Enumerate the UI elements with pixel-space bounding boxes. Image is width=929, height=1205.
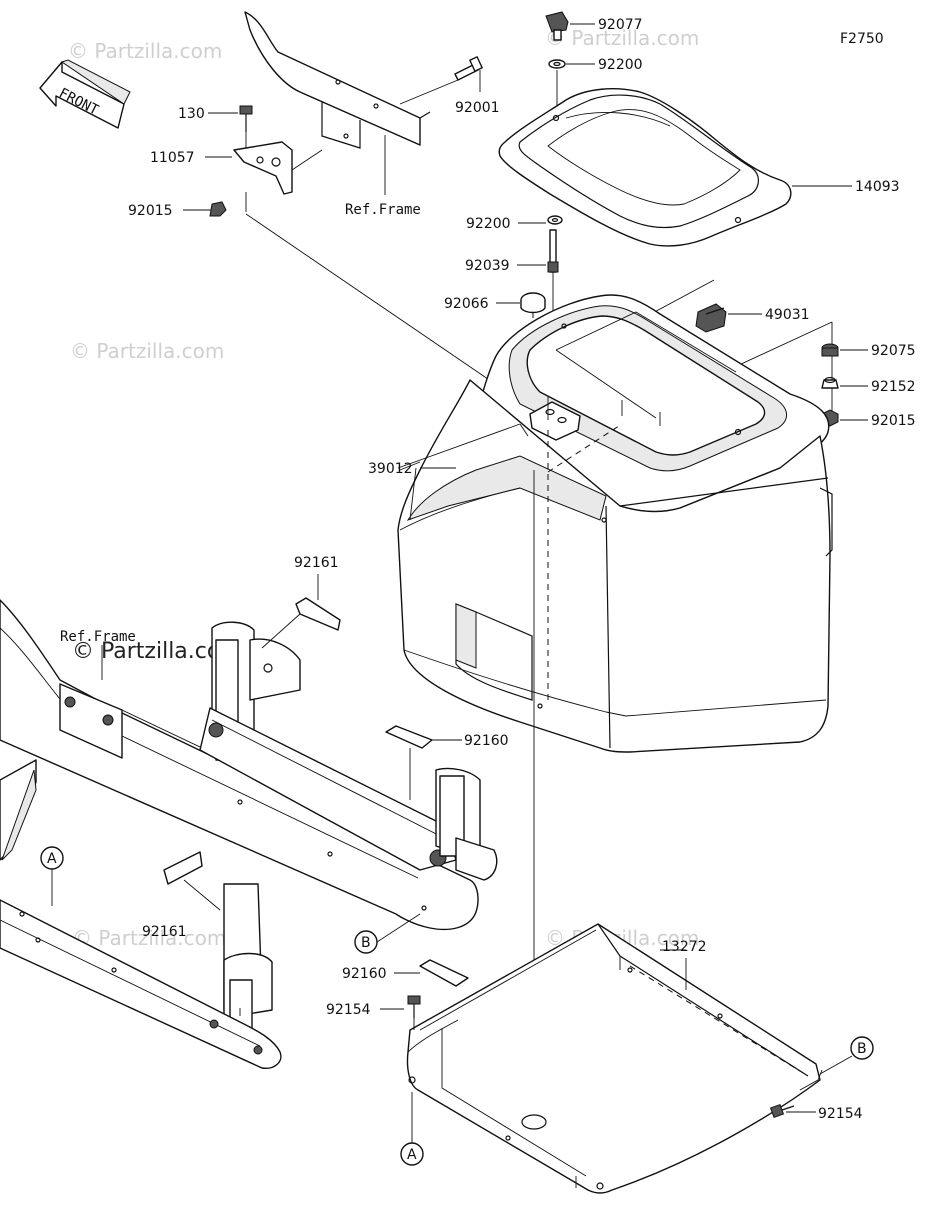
front-arrow: FRONT [39,59,131,129]
callout-92077: 92077 [598,17,643,33]
callout-92200-top: 92200 [598,57,643,73]
upper-frame-reference: Ref.Frame [244,11,431,218]
callout-49031: 49031 [765,307,810,323]
pad-92161-top: 92161 [261,555,341,649]
callout-39012: 39012 [368,461,413,477]
lower-rail [0,899,282,1069]
callout-92161-top: 92161 [294,555,339,571]
ref-mark-a-bottom-label: A [407,1147,417,1163]
ref-mark-b-left: B [354,913,421,954]
frame-uprights [199,621,498,1041]
ref-mark-b-left-label: B [361,935,371,951]
ref-mark-a-bottom: A [400,1092,424,1166]
floor-plate-13272: 13272 [406,923,823,1194]
callout-92154-left: 92154 [326,1002,371,1018]
nut-92015-left: 92015 [128,192,247,219]
nut-92015-right: 92015 [821,409,916,429]
callout-14093: 14093 [855,179,900,195]
watermark: © Partzilla.com [72,926,226,950]
watermark: © Partzilla.com [68,39,222,63]
pad-92160-bottom: 92160 [342,959,469,987]
lower-frame-reference: Ref.Frame [0,599,479,931]
watermark: © Partzilla.com [70,339,224,363]
callout-92160-bottom: 92160 [342,966,387,982]
callout-92152: 92152 [871,379,916,395]
callout-92075: 92075 [871,343,916,359]
ref-frame-label-top: Ref.Frame [345,202,421,218]
ref-mark-a-left-label: A [47,851,57,867]
key-92077: 92077 [545,11,643,41]
callout-13272: 13272 [662,939,707,955]
ref-frame-label-bottom: Ref.Frame [60,629,136,645]
bolt-92154-right: 92154 [769,1103,863,1122]
callout-92160-mid: 92160 [464,733,509,749]
storage-box-39012: 39012 [368,294,833,753]
ref-mark-b-right: B [819,1036,874,1075]
callout-92001: 92001 [455,100,500,116]
bolt-92001: 92001 [399,56,500,116]
callout-92154-right: 92154 [818,1106,863,1122]
bracket-11057: 11057 [150,141,323,195]
ref-mark-b-right-label: B [857,1041,867,1057]
bolt-130: 130 [178,105,253,150]
washer-92200-mid: 92200 [466,215,563,232]
washer-92152: 92152 [821,376,916,395]
figure-code: F2750 [840,31,884,47]
callout-92015-right: 92015 [871,413,916,429]
bolt-92154-left: 92154 [326,995,421,1030]
callout-11057: 11057 [150,150,195,166]
lid-14093: 14093 [498,88,900,247]
callout-130: 130 [178,106,205,122]
ref-mark-a-left: A [40,846,64,906]
dashed-guide [547,423,623,473]
callout-92200-mid: 92200 [466,216,511,232]
pad-92160-mid: 92160 [385,725,509,800]
callout-92066: 92066 [444,296,489,312]
washer-92200-top: 92200 [548,57,643,112]
callout-92015-left: 92015 [128,203,173,219]
watermark: © Partzilla.com [545,26,699,50]
pad-92161-bottom: 92161 [142,851,221,940]
callout-92161-bottom: 92161 [142,924,187,940]
callout-92039: 92039 [465,258,510,274]
pin-92039: 92039 [465,229,559,320]
